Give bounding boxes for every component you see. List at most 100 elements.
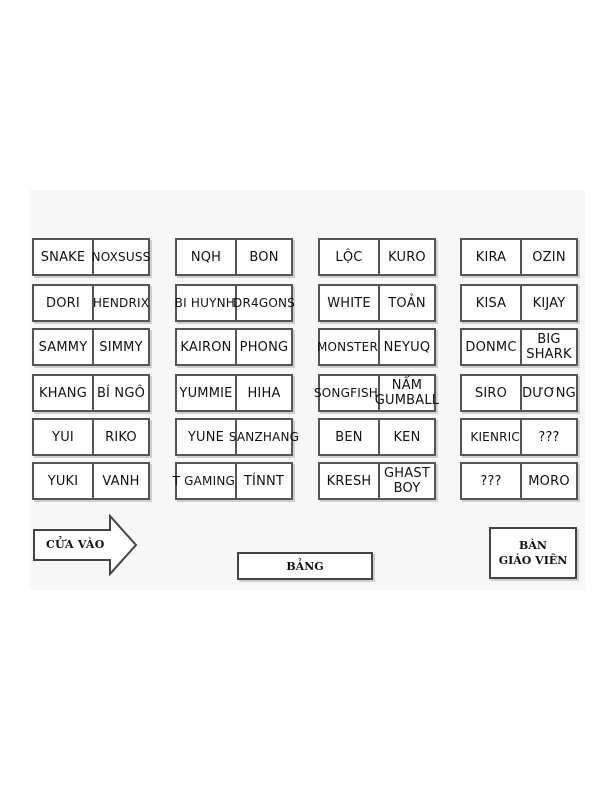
entrance-label: CỬA VÀO [46,538,105,551]
seat-name-left: YUMMIE [179,385,233,401]
desk-divider [520,240,522,274]
seat-name-left: LỘC [335,249,363,265]
desk: KISA KIJAY [460,284,578,322]
desk: YUI RIKO [32,418,150,456]
seat-name-left: YUI [52,429,74,445]
desk: WHITE TOẢN [318,284,436,322]
seat-name-right: SIMMY [99,339,143,355]
entrance: CỬA VÀO [32,513,140,580]
seat-name-right: DƯƠNG [522,385,576,401]
seat-name-left: SNAKE [40,249,86,265]
desk-divider [92,464,94,498]
seat-name-right: BON [249,249,279,265]
desk-divider [235,420,237,454]
desk-divider [92,420,94,454]
seat-name-left: DONMC [465,339,517,355]
desk: NQH BON [175,238,293,276]
seat-name-left: KAIRON [180,339,232,355]
seat-name-right: NEYUQ [383,339,431,355]
seat-name-left: SONGFISH [313,385,378,400]
seat-name-left: KIRA [475,249,507,265]
desk-divider [378,330,380,364]
desk-divider [235,240,237,274]
desk: MONSTER NEYUQ [316,328,436,366]
seat-name-left: BI HUYNH [174,295,235,310]
seat-name-right: GHAST BOY [384,466,430,496]
seat-name-right: BIG SHARK [526,332,572,362]
desk: YUKI VANH [32,462,150,500]
desk-divider [235,464,237,498]
desk: SIRO DƯƠNG [460,374,578,412]
desk-divider [92,330,94,364]
desk: KIRA OZIN [460,238,578,276]
seat-name-right: DR4GONS [233,295,295,310]
desk: KAIRON PHONG [175,328,293,366]
seat-name-left: SIRO [474,385,508,401]
seat-name-right: HENDRIX [92,295,150,310]
desk: ??? MORO [460,462,578,500]
seat-name-left: T GAMING [172,473,235,488]
seat-name-left: BEN [335,429,363,445]
seat-name-right: RIKO [105,429,137,445]
desk-divider [235,286,237,320]
desk-divider [378,286,380,320]
seat-name-right: MORO [528,473,570,489]
seat-name-right: NẤM GUMBALL [374,378,440,408]
seat-name-right: TOẢN [388,295,426,311]
seat-name-right: KURO [388,249,426,265]
seat-name-left: ??? [480,473,502,489]
seat-name-right: VANH [102,473,140,489]
desk-divider [92,240,94,274]
seat-name-right: NOXSUSS [91,249,151,264]
seat-name-left: YUNE [187,429,225,445]
desk: BEN KEN [318,418,436,456]
board-label: BẢNG [286,559,324,573]
desk-divider [378,420,380,454]
desk-divider [520,286,522,320]
desk: LỘC KURO [318,238,436,276]
seat-name-right: KIJAY [532,295,566,311]
desk: KIENRIC??? [460,418,578,456]
seat-name-right: TÍNNT [243,473,285,489]
seat-name-right: OZIN [532,249,566,265]
seat-name-left: KIENRIC [470,429,520,444]
desk-divider [520,330,522,364]
seat-name-left: WHITE [327,295,371,311]
desk: SNAKE NOXSUSS [32,238,150,276]
seat-name-left: YUKI [47,473,79,489]
desk-divider [378,376,380,410]
desk-divider [520,420,522,454]
teacher-desk-label: BÀN GIÁO VIÊN [498,539,568,567]
entrance-arrow-icon [33,513,138,577]
desk-divider [520,376,522,410]
desk-divider [235,330,237,364]
seat-name-left: MONSTER [316,339,378,354]
desk: YUMMIE HIHA [175,374,293,412]
seat-name-right: PHONG [239,339,289,355]
seat-name-right: KEN [393,429,421,445]
seat-name-right: SANZHANG [228,429,300,444]
seat-name-right: HIHA [247,385,281,401]
seat-name-left: DORI [46,295,80,311]
seat-name-right: BÍ NGÔ [96,385,146,401]
seat-name-left: SAMMY [38,339,88,355]
board: BẢNG [237,552,373,580]
teacher-desk: BÀN GIÁO VIÊN [489,527,577,579]
desk: DORI HENDRIX [32,284,150,322]
desk: KRESH GHAST BOY [318,462,436,500]
seat-name-right: ??? [538,429,560,445]
seat-name-left: NQH [190,249,222,265]
desk: SAMMY SIMMY [32,328,150,366]
desk: DONMC BIG SHARK [460,328,578,366]
seat-name-left: KISA [475,295,507,311]
seat-name-left: KRESH [326,473,372,489]
desk-divider [92,376,94,410]
desk: T GAMING TÍNNT [172,462,293,500]
desk-divider [378,464,380,498]
desk-divider [92,286,94,320]
